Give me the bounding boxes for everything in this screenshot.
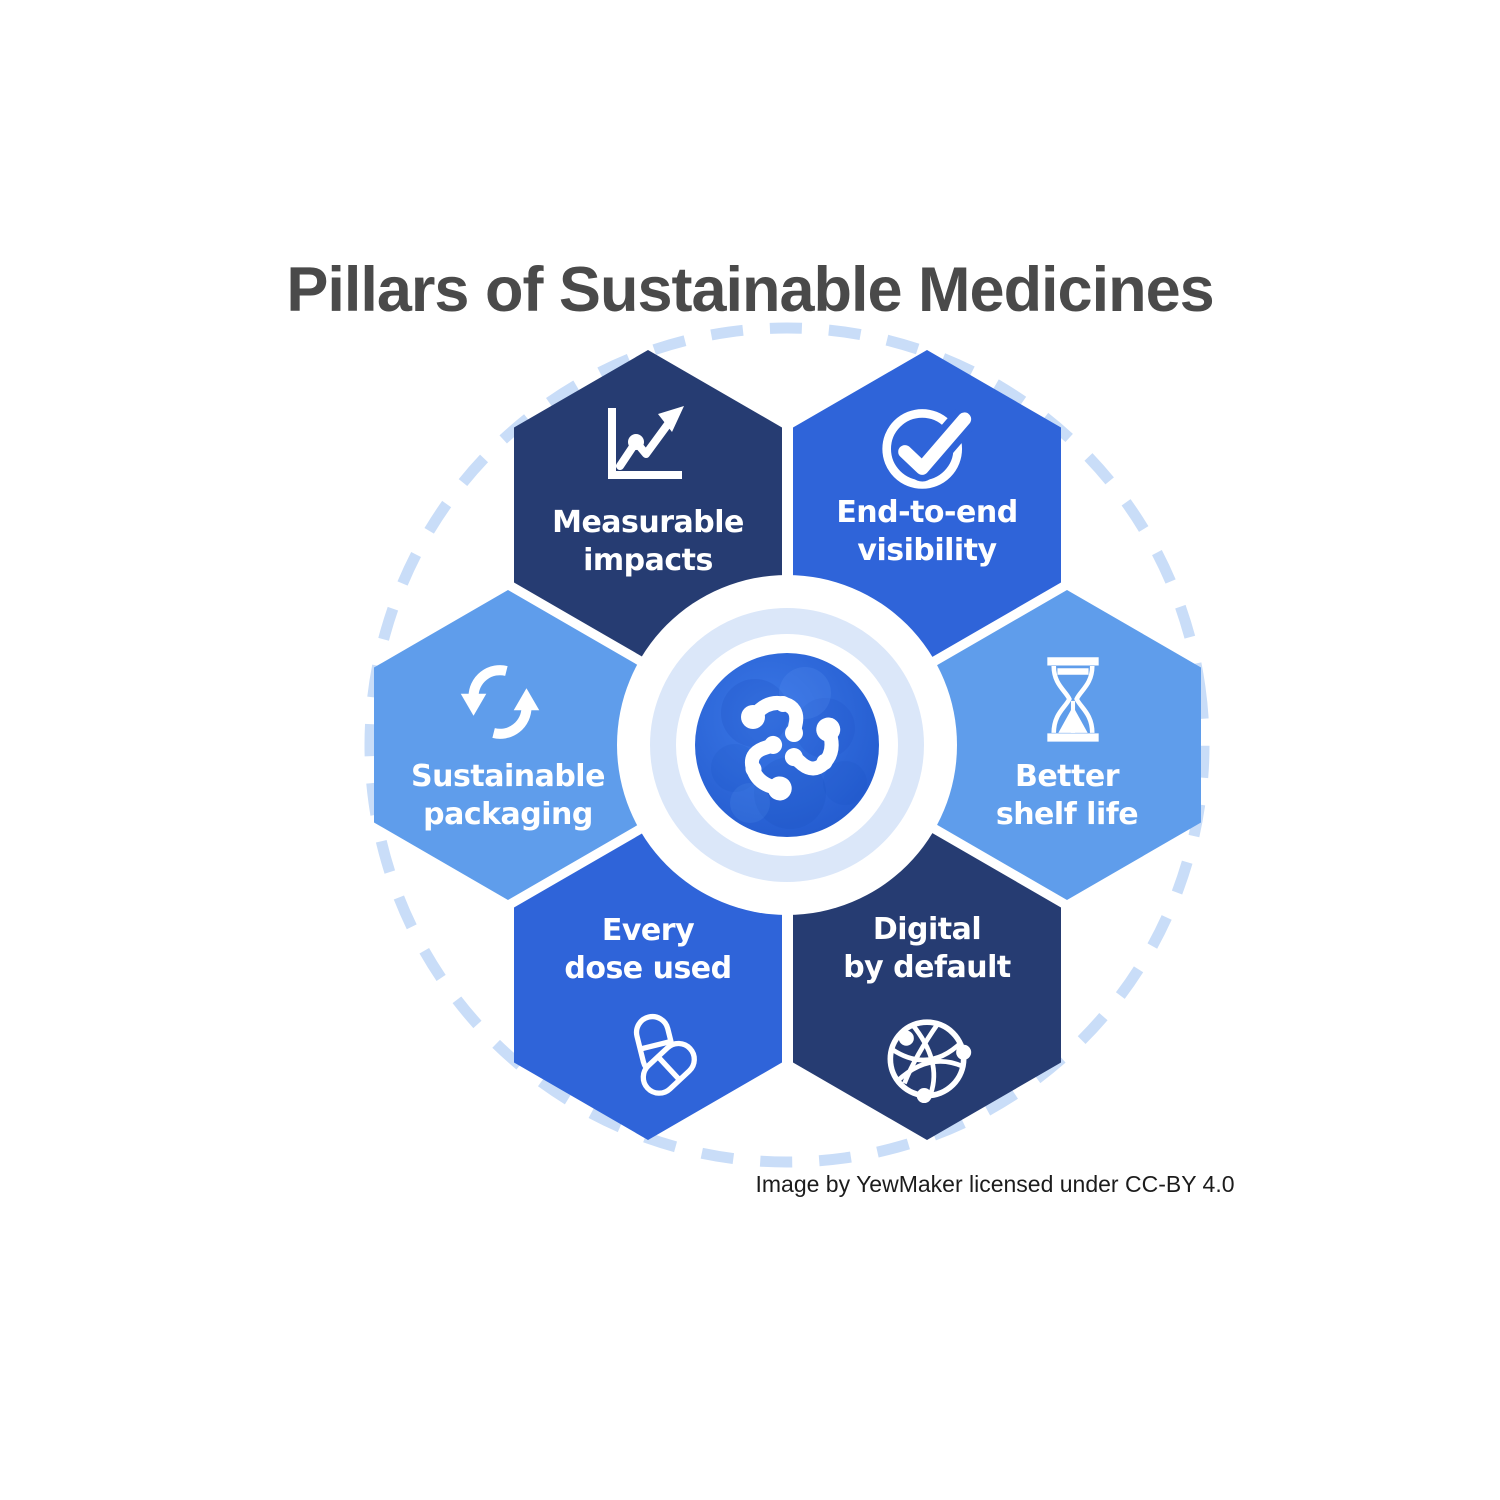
label-line: Sustainable bbox=[411, 759, 605, 794]
label-line: Measurable bbox=[552, 505, 744, 540]
hourglass-icon bbox=[1047, 657, 1099, 742]
label-line: impacts bbox=[583, 543, 713, 578]
hexagon-end-to-end-visibility: End-to-end visibility bbox=[793, 350, 1061, 660]
label-line: visibility bbox=[857, 533, 997, 568]
hexagon-label: Sustainable packaging bbox=[411, 758, 605, 834]
label-line: Every bbox=[601, 913, 695, 948]
hexagon-label: Better shelf life bbox=[995, 758, 1139, 834]
recycle-arrows-icon bbox=[460, 665, 540, 739]
hexagon-label: Every dose used bbox=[564, 912, 732, 988]
label-line: End-to-end bbox=[836, 495, 1018, 530]
page-title: Pillars of Sustainable Medicines bbox=[286, 255, 1214, 325]
label-line: by default bbox=[843, 950, 1011, 985]
line-chart-icon bbox=[608, 406, 684, 479]
label-line: shelf life bbox=[995, 797, 1139, 832]
globe-network-icon bbox=[887, 1019, 972, 1104]
check-circle-icon bbox=[882, 409, 975, 489]
attribution: Image by YewMaker licensed under CC-BY 4… bbox=[755, 1171, 1235, 1197]
pills-icon bbox=[633, 1013, 697, 1096]
hexagon-label: Digital by default bbox=[843, 911, 1011, 987]
label-line: Digital bbox=[872, 912, 982, 947]
label-line: packaging bbox=[423, 797, 593, 832]
label-line: Better bbox=[1014, 759, 1120, 794]
center-medallion bbox=[617, 575, 957, 915]
molecule-icon bbox=[695, 653, 879, 837]
hexagon-sustainable-packaging: Sustainable packaging bbox=[374, 590, 642, 900]
hexagon-label: End-to-end visibility bbox=[836, 494, 1018, 570]
hexagon-label: Measurable impacts bbox=[552, 504, 744, 580]
label-line: dose used bbox=[564, 951, 732, 986]
